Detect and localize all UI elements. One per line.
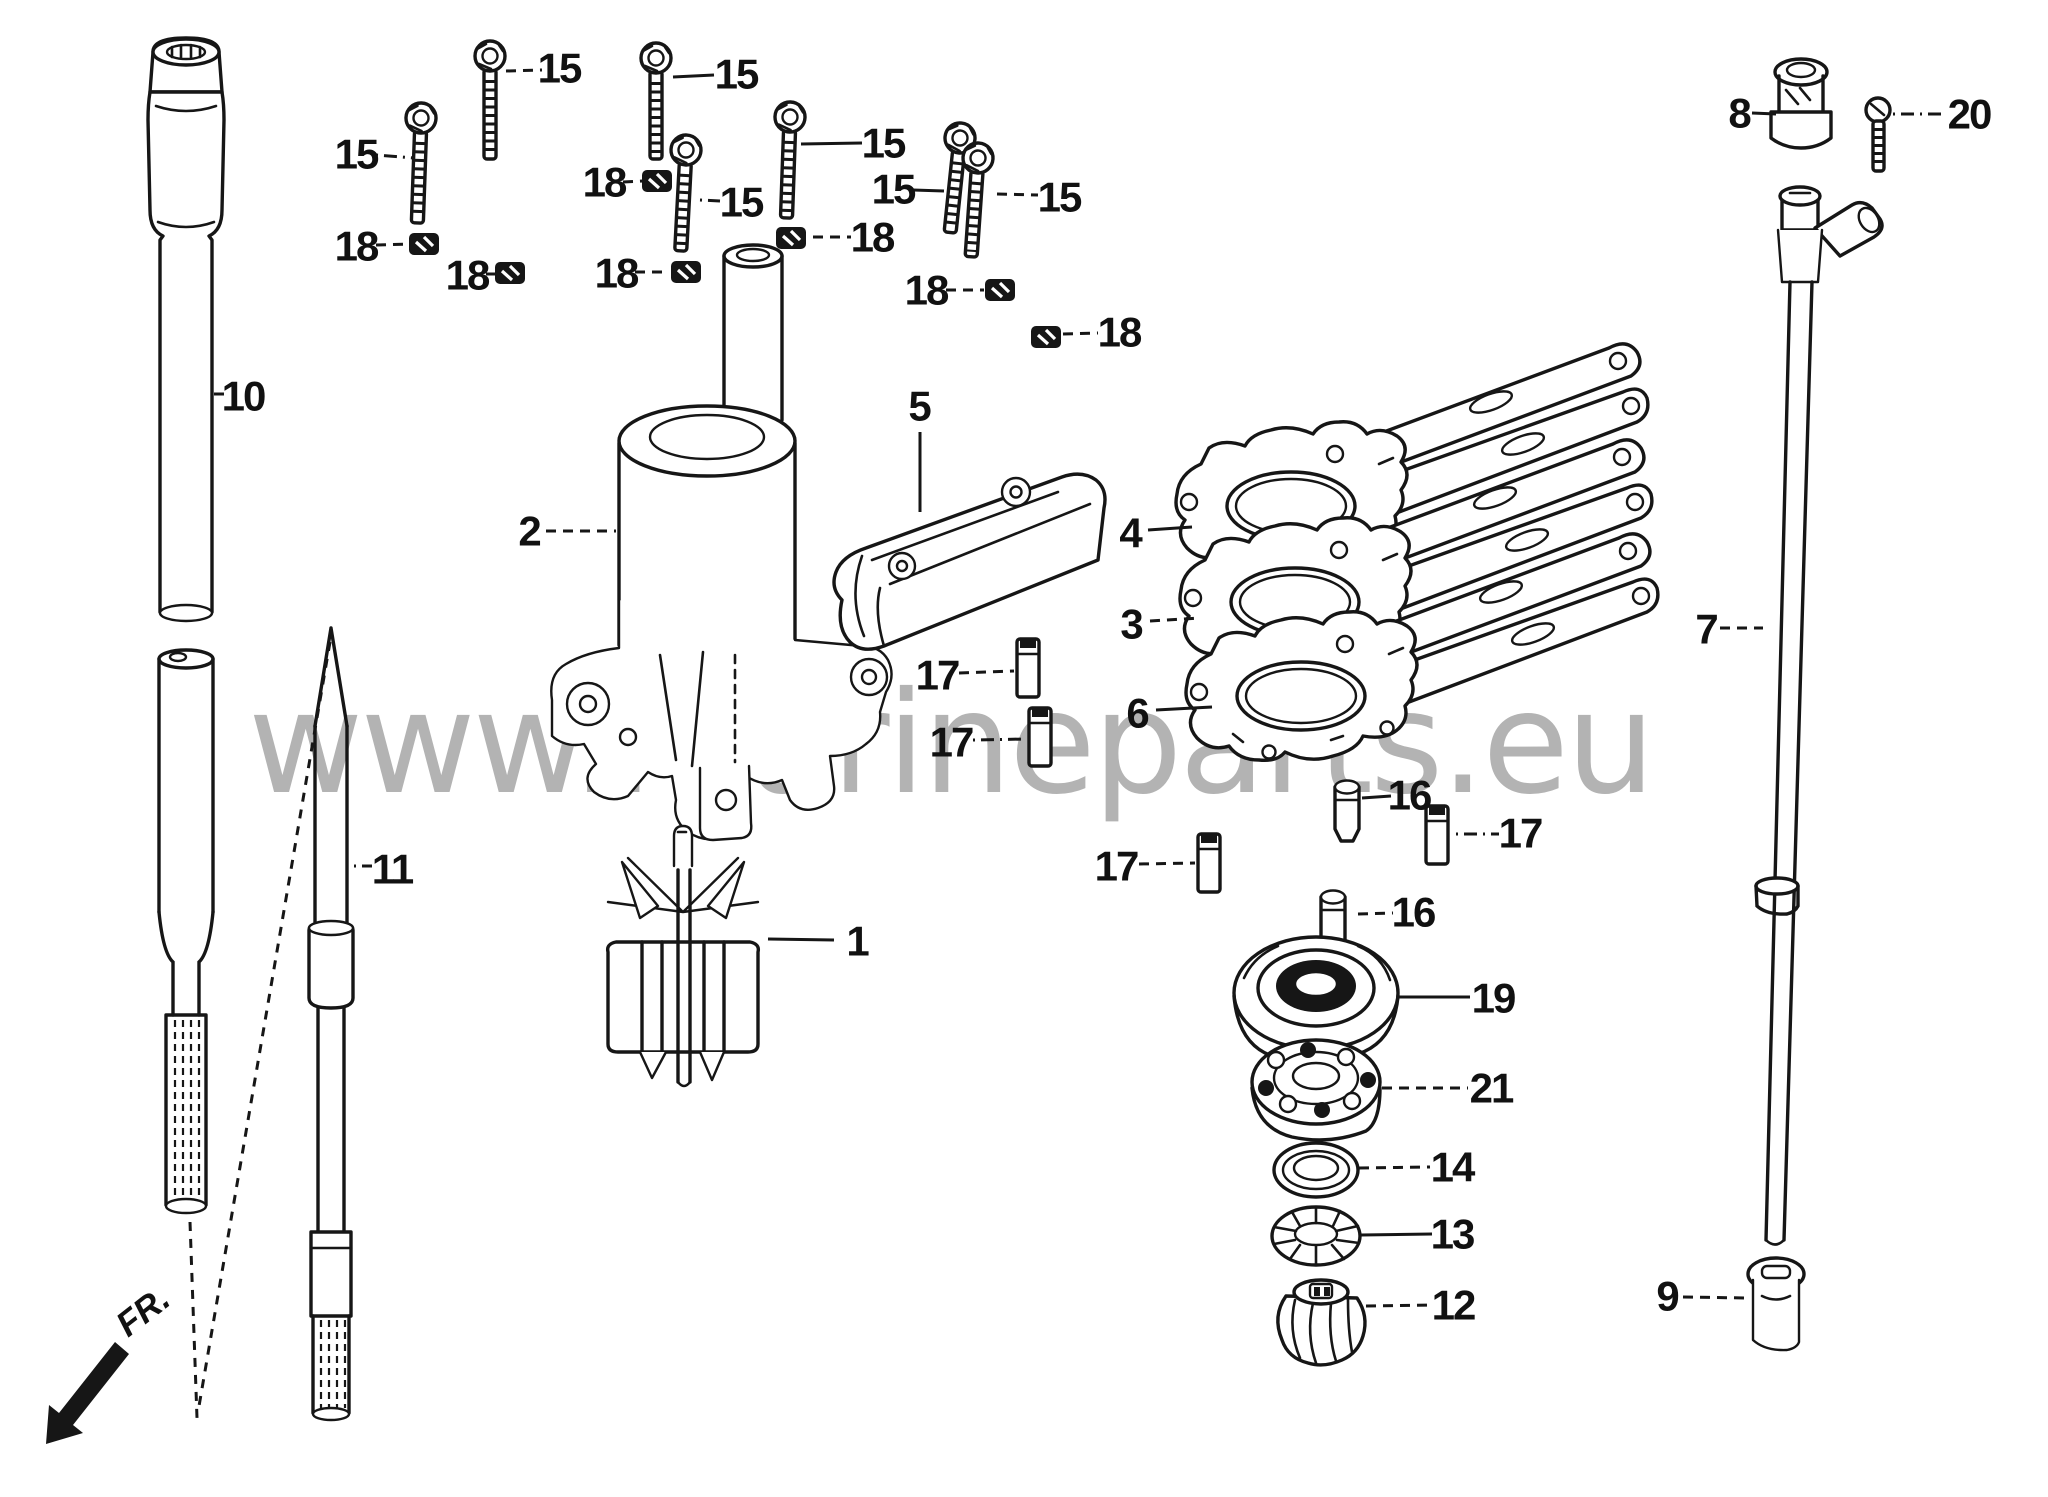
callout-leader: [1751, 111, 1777, 116]
part-callout-2: 2: [518, 508, 540, 555]
part-callout-21: 21: [1470, 1065, 1514, 1112]
part-callout-8: 8: [1728, 90, 1751, 137]
part-callout-7: 7: [1695, 606, 1717, 653]
callout-leader: [1357, 911, 1394, 916]
fr-arrow-icon: [46, 1342, 129, 1444]
part-callout-3: 3: [1120, 601, 1142, 648]
part-19-bearing: [1232, 935, 1400, 1063]
callout-leader: [767, 937, 835, 942]
part-callout-15: 15: [872, 166, 916, 213]
part-20-screw: [1864, 96, 1892, 173]
orientation-marker: FR.: [46, 1279, 177, 1444]
part-callout-20: 20: [1948, 91, 1991, 138]
part-callout-19: 19: [1472, 975, 1515, 1022]
callout-leader: [375, 153, 415, 160]
callout-leader: [1062, 331, 1099, 336]
part-callout-12: 12: [1432, 1282, 1475, 1329]
callout-leader: [505, 68, 543, 73]
callout-leader: [1361, 794, 1392, 800]
part-callout-18: 18: [583, 159, 627, 206]
callout-leader: [1138, 861, 1196, 866]
part-callout-5: 5: [908, 383, 931, 430]
part-callout-1: 1: [846, 918, 869, 965]
part-callout-11: 11: [372, 846, 414, 893]
part-callout-18: 18: [905, 267, 949, 314]
part-13-thrust-bearing: [1270, 1205, 1362, 1267]
part-callout-13: 13: [1431, 1211, 1474, 1258]
part-callout-18: 18: [335, 223, 379, 270]
callout-leader: [912, 188, 945, 193]
bolt-15-group: [403, 39, 996, 259]
part-callout-18: 18: [446, 252, 490, 299]
bearing-stack: [1232, 935, 1400, 1367]
part-callout-15: 15: [1038, 174, 1082, 221]
part-callout-9: 9: [1656, 1273, 1678, 1320]
part-callout-15: 15: [720, 179, 764, 226]
diagram-layer: FR.: [46, 36, 1892, 1444]
part-callout-17: 17: [930, 719, 973, 766]
part-9-bushing: [1746, 1256, 1806, 1352]
callout-leader: [1155, 705, 1213, 712]
part-callout-15: 15: [538, 45, 582, 92]
callout-leader: [1365, 1303, 1433, 1308]
part-callout-15: 15: [335, 131, 379, 178]
part-5-tube-cover: [832, 472, 1107, 651]
callout-leader: [1360, 1232, 1433, 1237]
callout-leader: [1358, 1165, 1431, 1170]
part-callout-17: 17: [1095, 843, 1138, 890]
part-callout-14: 14: [1431, 1144, 1476, 1191]
part-8-bushing: [1769, 57, 1833, 150]
callout-leader: [800, 141, 863, 146]
callout-leader: [375, 242, 411, 247]
callout-leader: [972, 737, 1027, 742]
part-1-impeller: [605, 824, 761, 1088]
callout-leader: [622, 179, 644, 184]
callout-leader: [1149, 616, 1201, 623]
alignment-dashed-lines: [188, 641, 332, 1419]
part-callout-18: 18: [595, 250, 639, 297]
part-14-washer: [1272, 1141, 1360, 1199]
part-callout-17: 17: [1499, 810, 1542, 857]
callout-leader: [996, 192, 1039, 197]
part-callout-10: 10: [222, 373, 265, 420]
callout-leader: [1147, 525, 1193, 532]
part-callout-6: 6: [1126, 690, 1148, 737]
part-12-pinion-gear: [1276, 1278, 1367, 1367]
callout-leader: [958, 669, 1015, 675]
part-2-pump-housing: [550, 243, 893, 842]
part-callout-4: 4: [1119, 510, 1143, 557]
part-10-vertical-shaft: [146, 36, 226, 1215]
part-callout-16: 16: [1392, 889, 1435, 936]
part-7-rod: [1754, 185, 1884, 1246]
part-callout-17: 17: [916, 652, 959, 699]
part-callout-15: 15: [862, 120, 906, 167]
fr-label: FR.: [109, 1279, 177, 1344]
callout-leader: [672, 73, 715, 79]
part-callout-16: 16: [1388, 772, 1431, 819]
part-callout-15: 15: [715, 51, 759, 98]
part-callout-18: 18: [851, 214, 895, 261]
callout-leader: [1682, 1295, 1747, 1300]
part-callout-18: 18: [1098, 309, 1142, 356]
callout-leader: [699, 198, 721, 203]
part-21-bearing: [1250, 1038, 1382, 1142]
